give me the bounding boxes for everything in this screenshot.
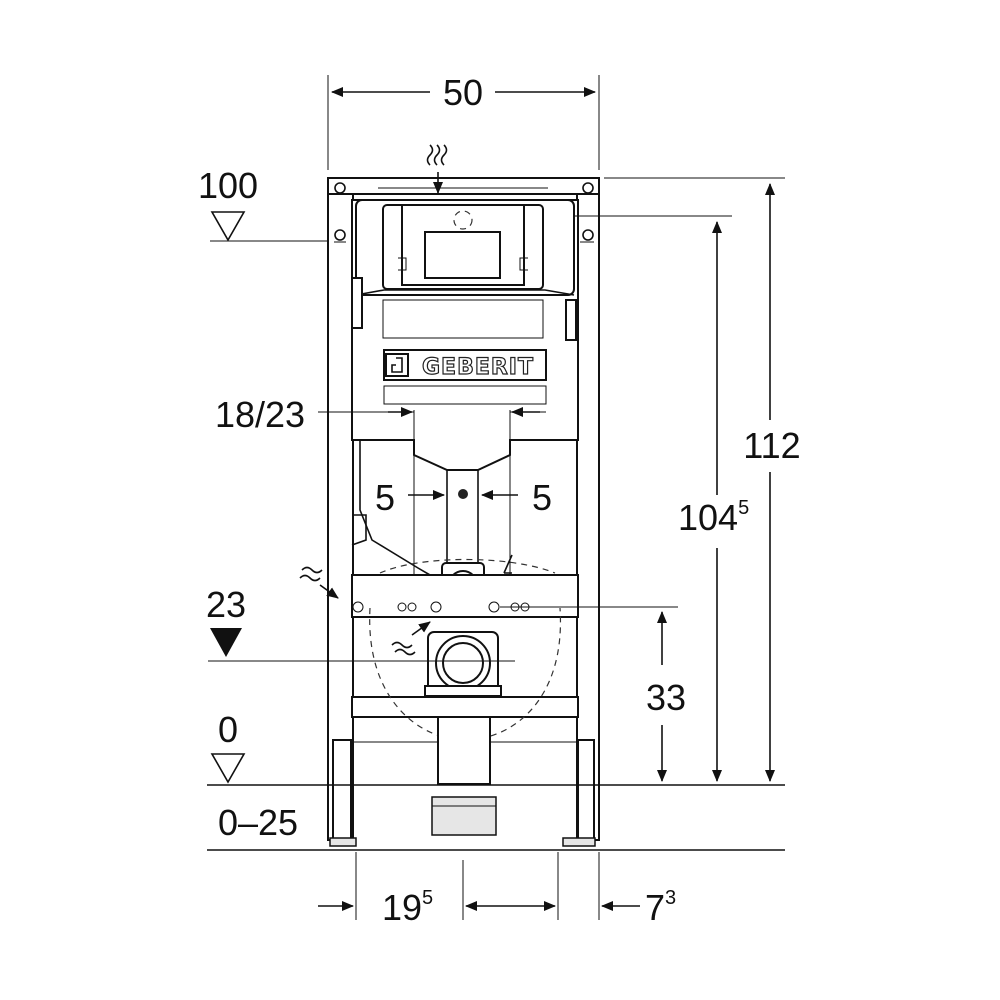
- level-23-label: 23: [206, 584, 246, 625]
- dim-bottom-left-label: 195: [382, 887, 433, 928]
- dim-total-height-label: 112: [743, 425, 800, 466]
- floor-adjust-label: 0–25: [218, 802, 298, 843]
- level-100-label: 100: [198, 165, 258, 206]
- dim-bottom: 195 73: [318, 852, 676, 928]
- brand-logo: GEBERIT: [422, 355, 534, 380]
- wc-pan-outline: [369, 558, 562, 741]
- floor-adjust: 0–25: [207, 802, 785, 851]
- dim-total-height: 112: [604, 177, 801, 782]
- water-supply-arrows: [299, 144, 513, 656]
- dim-drain-height: 33: [500, 606, 686, 782]
- lower-rails: [351, 574, 579, 743]
- level-100: 100: [198, 165, 328, 242]
- dim-offsets: 5 5: [375, 477, 552, 518]
- dim-top-width-label: 50: [443, 72, 483, 113]
- dim-actuator-height: 1045: [574, 215, 749, 782]
- dim-right-offset-label: 5: [532, 477, 552, 518]
- dim-actuator-height-label: 1045: [678, 497, 749, 538]
- dim-cistern-spacing: 18/23: [215, 394, 546, 435]
- level-23: 23: [206, 584, 515, 662]
- cistern-body: GEBERIT: [351, 199, 579, 576]
- level-0: 0: [207, 709, 785, 786]
- dim-drain-height-label: 33: [646, 677, 686, 718]
- level-0-label: 0: [218, 709, 238, 750]
- dim-bottom-right-label: 73: [645, 887, 676, 928]
- drain-connection: [424, 631, 502, 836]
- dim-left-offset-label: 5: [375, 477, 395, 518]
- dim-cistern-spacing-label: 18/23: [215, 394, 305, 435]
- dim-top-width: 50: [327, 72, 600, 170]
